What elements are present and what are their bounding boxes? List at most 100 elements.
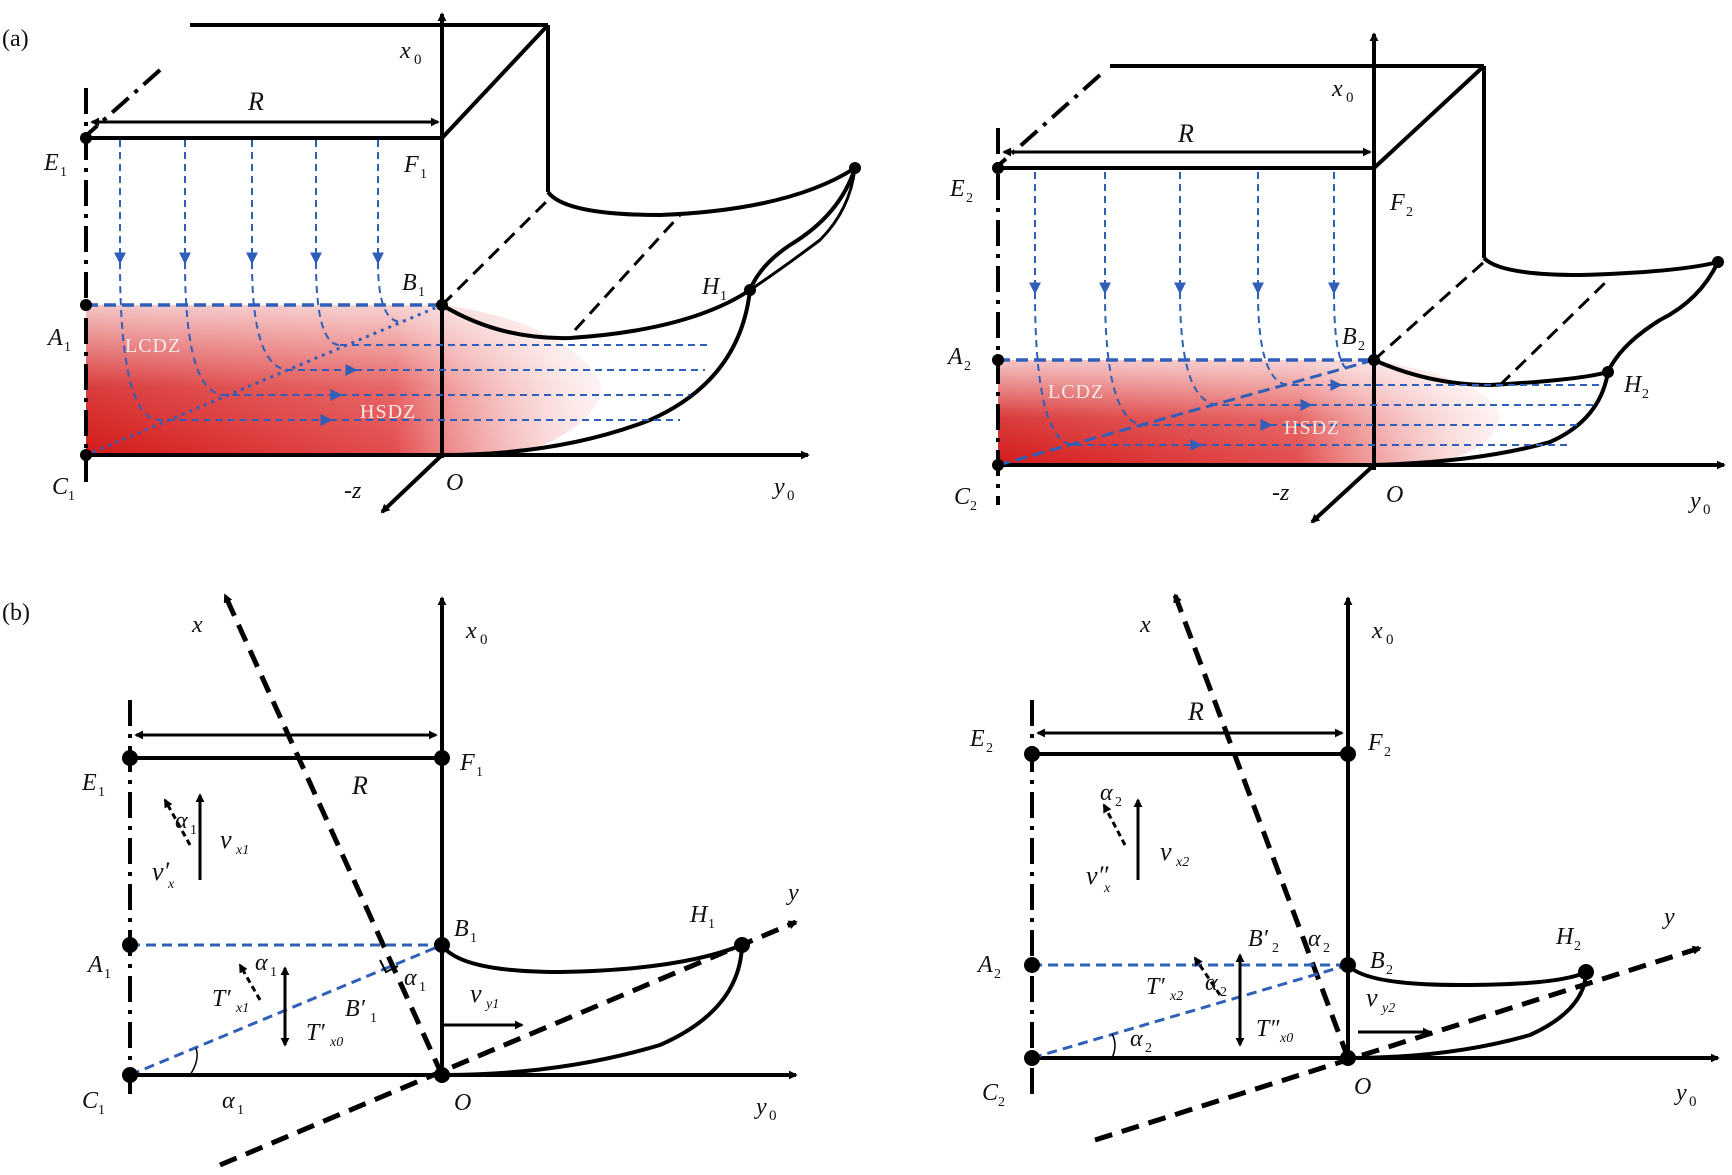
tx0-label: T′ bbox=[306, 1020, 325, 1046]
x-label-b2: x bbox=[1139, 612, 1151, 638]
b1-prime-label: B′ bbox=[345, 996, 366, 1022]
point-f1-b-sub: 1 bbox=[476, 765, 483, 780]
curved-flow-lines-2 bbox=[1034, 291, 1600, 451]
panel-a-right: R x 0 y 0 -z O bbox=[946, 32, 1726, 524]
tx0-sub: x0 bbox=[329, 1035, 343, 1050]
right-lip-curve-2 bbox=[1606, 261, 1720, 373]
point-f2: F bbox=[1389, 190, 1405, 216]
point-c2-b: C bbox=[982, 1080, 999, 1106]
points-right bbox=[992, 162, 1724, 471]
x-axis-rotated bbox=[222, 593, 445, 1077]
point-c1-b: C bbox=[82, 1088, 99, 1114]
right-angle-mark bbox=[379, 959, 399, 974]
vx1-sub: x1 bbox=[235, 843, 249, 858]
c2-b2-line-b bbox=[1031, 963, 1349, 1060]
alpha1-top: α bbox=[175, 808, 188, 834]
box-diagonal bbox=[440, 23, 550, 140]
point-f2-sub: 2 bbox=[1406, 205, 1413, 220]
y0-label-b: y bbox=[754, 1094, 767, 1120]
right-lip-inner bbox=[749, 167, 857, 292]
point-e2-b: E bbox=[969, 726, 985, 752]
o-h2-curve bbox=[1347, 971, 1588, 1060]
alpha2-bottom-sub: 2 bbox=[1145, 1041, 1152, 1056]
y0-sub-b: 0 bbox=[769, 1108, 777, 1124]
r-label-b2: R bbox=[1187, 697, 1204, 726]
point-c2-sub: 2 bbox=[970, 499, 977, 514]
vy1-label: ν bbox=[470, 979, 482, 1008]
lcdz-label: LCDZ bbox=[125, 335, 181, 357]
o-h1-curve bbox=[441, 944, 744, 1077]
alpha2-mid-sub: 2 bbox=[1220, 985, 1227, 1000]
point-h1-b-sub: 1 bbox=[708, 917, 715, 932]
point-e2-sub: 2 bbox=[966, 191, 973, 206]
b2-h2-curve bbox=[1346, 963, 1587, 988]
y-label-b: y bbox=[786, 880, 799, 906]
hsdz-label-2: HSDZ bbox=[1284, 417, 1340, 439]
point-a1-sub: 1 bbox=[64, 340, 71, 355]
point-e1-b-sub: 1 bbox=[98, 785, 105, 800]
point-h2-b-sub: 2 bbox=[1574, 939, 1581, 954]
point-c2-b-sub: 2 bbox=[998, 1095, 1005, 1110]
point-b2: B bbox=[1342, 324, 1357, 350]
alpha1-arc bbox=[189, 1047, 198, 1076]
hidden-edge-3 bbox=[1373, 260, 1485, 362]
origin-label-b: O bbox=[454, 1090, 471, 1116]
tx2-sub: x2 bbox=[1169, 989, 1183, 1004]
x-axis-rotated-2 bbox=[1172, 593, 1351, 1059]
neg-z-label-2: -z bbox=[1272, 480, 1290, 506]
point-e2: E bbox=[949, 176, 965, 202]
alpha2-top-sub: 2 bbox=[1115, 795, 1122, 810]
point-f2-b: F bbox=[1367, 730, 1383, 756]
alpha2-right: α bbox=[1308, 926, 1321, 952]
panel-label-b: (b) bbox=[2, 600, 30, 626]
vx-dprime-arrow bbox=[1102, 803, 1127, 846]
tx1-arrow bbox=[238, 963, 262, 1001]
alpha1-bottom: α bbox=[222, 1088, 235, 1114]
vx1-label: ν bbox=[220, 825, 232, 854]
origin-label-2: O bbox=[1386, 482, 1403, 508]
points-b-right bbox=[1024, 746, 1594, 1066]
r-label-2: R bbox=[1177, 119, 1194, 148]
b2-prime-label: B′ bbox=[1248, 926, 1269, 952]
hidden-edge-1 bbox=[440, 198, 550, 307]
point-e1-b: E bbox=[81, 770, 97, 796]
x0-sub-b: 0 bbox=[480, 632, 488, 648]
point-e1: E bbox=[43, 150, 59, 176]
right-lip-curve bbox=[748, 167, 857, 291]
vx2-label: ν bbox=[1160, 837, 1172, 866]
alpha2-bottom: α bbox=[1130, 1026, 1143, 1052]
lcdz-region bbox=[86, 305, 601, 455]
alpha1-right: α bbox=[404, 965, 417, 991]
point-e1-sub: 1 bbox=[60, 165, 67, 180]
vertical-flow-arrows bbox=[114, 140, 384, 265]
alpha1-right-sub: 1 bbox=[419, 980, 426, 995]
point-b2-b-sub: 2 bbox=[1386, 963, 1393, 978]
x0-label: x bbox=[399, 38, 411, 64]
origin-label-b2: O bbox=[1354, 1074, 1371, 1100]
point-h2-b: H bbox=[1555, 924, 1575, 950]
r-label-b: R bbox=[351, 771, 368, 800]
panel-b-left: (b) x 0 y 0 R x y α 1 ν x1 bbox=[2, 593, 799, 1168]
point-a2-sub: 2 bbox=[964, 359, 971, 374]
b1-h1-curve bbox=[440, 943, 743, 975]
neg-z-axis bbox=[380, 453, 444, 514]
box-diagonal-2 bbox=[1372, 64, 1486, 170]
y0-label-b2: y bbox=[1674, 1080, 1687, 1106]
alpha1-top-sub: 1 bbox=[190, 823, 197, 838]
upper-surface-curve-2 bbox=[1482, 256, 1719, 278]
point-f1-b: F bbox=[459, 750, 475, 776]
point-a2-b-sub: 2 bbox=[994, 967, 1001, 982]
x0-label-b2: x bbox=[1371, 618, 1383, 644]
vx-dprime-sub: x bbox=[1103, 881, 1111, 896]
neg-z-label: -z bbox=[344, 478, 362, 504]
alpha1-bottom-sub: 1 bbox=[237, 1103, 244, 1118]
y-label-b2: y bbox=[1662, 904, 1675, 930]
point-c2: C bbox=[954, 484, 971, 510]
r-label: R bbox=[247, 87, 264, 116]
point-b2-sub: 2 bbox=[1358, 339, 1365, 354]
tx0-label-2: T″ bbox=[1256, 1016, 1280, 1042]
point-c1-sub: 1 bbox=[68, 489, 75, 504]
y0-sub: 0 bbox=[787, 488, 795, 504]
point-h1: H bbox=[701, 274, 721, 300]
y0-label: y bbox=[772, 474, 785, 500]
